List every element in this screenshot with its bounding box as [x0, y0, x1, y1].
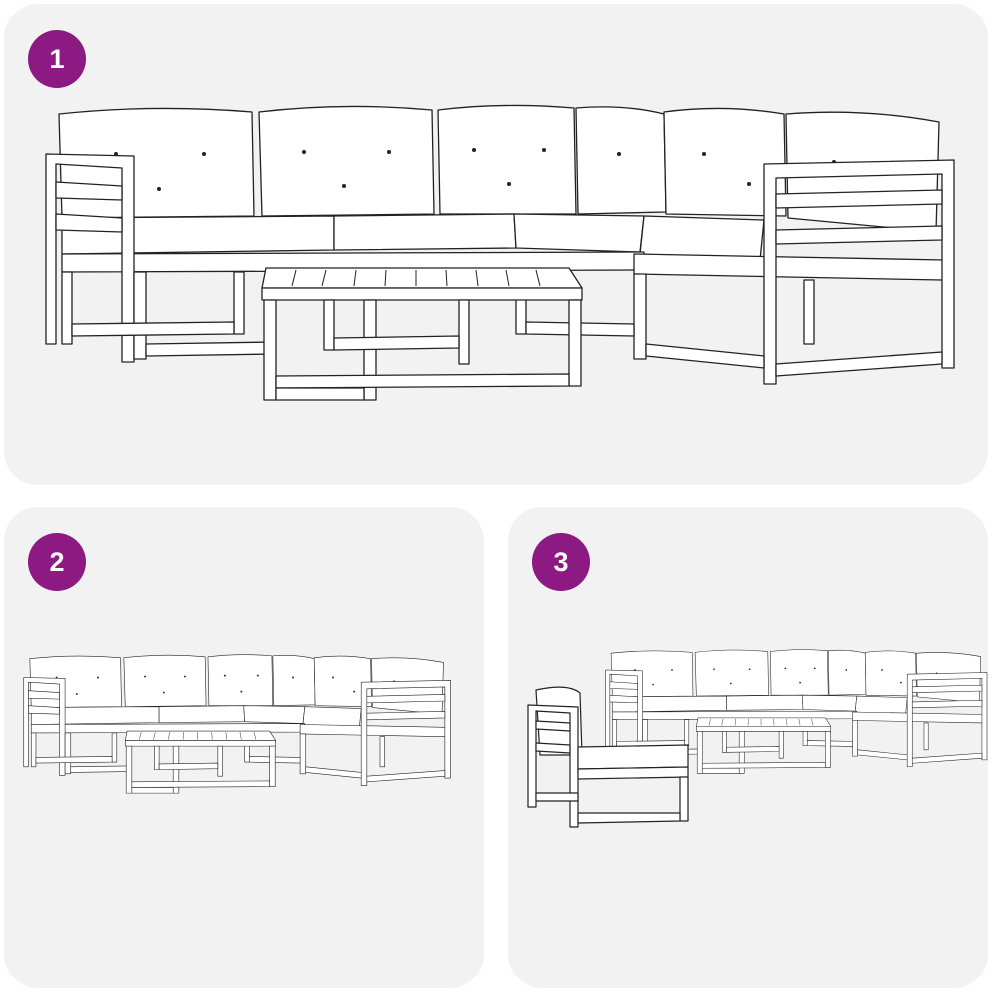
sofa-set-illustration [23, 654, 451, 794]
panel-number-badge: 1 [28, 30, 86, 88]
panel-number-badge: 3 [532, 533, 590, 591]
sofa-set-illustration [508, 649, 988, 988]
sofa-set-illustration [45, 104, 955, 401]
separate-chair-illustration [528, 687, 688, 827]
image-panel-1: 1 [4, 4, 988, 485]
image-panel-2: 2 [4, 507, 484, 988]
image-panel-3: 3 [508, 507, 988, 988]
panel-number-badge: 2 [28, 533, 86, 591]
